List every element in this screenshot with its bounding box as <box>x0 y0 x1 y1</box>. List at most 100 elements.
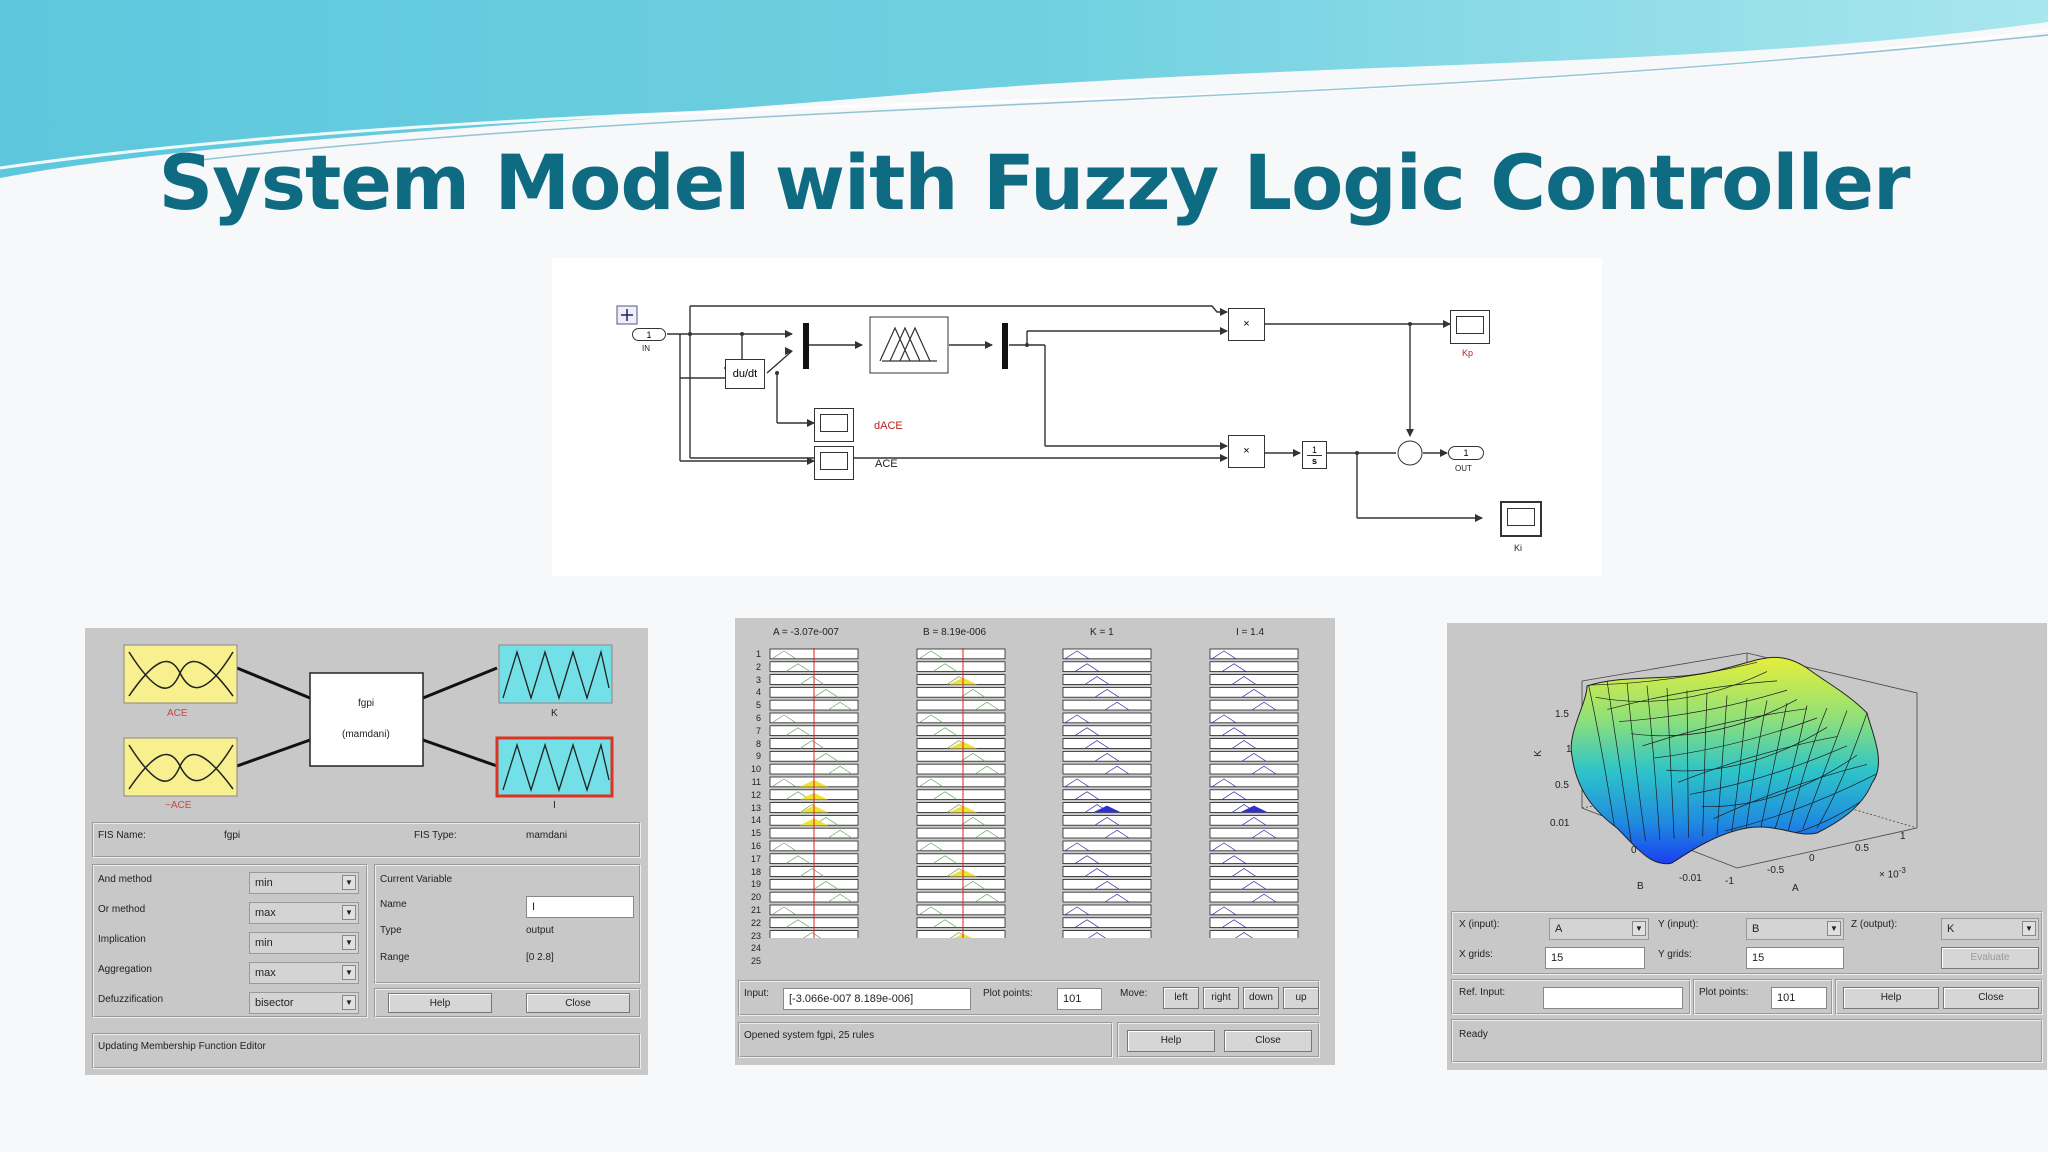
scope-ace[interactable] <box>814 446 854 480</box>
out-port[interactable]: 1 <box>1448 446 1484 460</box>
move-left-button[interactable]: left <box>1163 987 1199 1009</box>
rule-cell <box>1062 930 1152 938</box>
surface-points-group: Plot points: 101 <box>1693 979 1833 1015</box>
scope-dace[interactable] <box>814 408 854 442</box>
rule-mf-shape <box>918 906 944 916</box>
rule-number: 18 <box>750 866 761 877</box>
surface-status-text: Ready <box>1459 1029 1488 1040</box>
product-block-2[interactable]: × <box>1228 435 1265 468</box>
rule-mf-shape <box>1231 868 1257 877</box>
rule-mf-shape <box>1104 701 1130 711</box>
move-up-button[interactable]: up <box>1283 987 1319 1009</box>
rule-mf-shape <box>1064 906 1090 916</box>
surface-mesh-line <box>1701 754 1858 807</box>
x-grids-field[interactable]: 15 <box>1545 947 1645 969</box>
rule-cell <box>1209 751 1299 762</box>
rule-header-b: B = 8.19e-006 <box>923 627 987 638</box>
scope-ki[interactable] <box>1500 501 1542 537</box>
scope-kp-label: Kp <box>1462 348 1474 358</box>
rule-number: 4 <box>755 687 761 698</box>
a-exponent: × 10-3 <box>1879 866 1906 880</box>
rule-number: 3 <box>755 674 761 685</box>
aggregation-popup[interactable]: max▼ <box>249 962 359 984</box>
chevron-down-icon: ▼ <box>342 875 356 890</box>
fis-input-label-1: ACE <box>167 708 188 719</box>
rule-mf-shape <box>1064 778 1090 788</box>
rule-mf-shape <box>918 650 944 660</box>
surface-help-button[interactable]: Help <box>1843 987 1939 1009</box>
rule-mf-shape <box>932 663 958 672</box>
rule-mf-shape <box>1251 765 1277 775</box>
surface-close-button[interactable]: Close <box>1943 987 2039 1009</box>
variable-name-field[interactable]: I <box>526 896 634 918</box>
y-input-popup[interactable]: B▼ <box>1746 918 1844 940</box>
rule-help-button[interactable]: Help <box>1127 1030 1215 1052</box>
fis-type-value: mamdani <box>526 830 568 841</box>
rule-plot-points-field[interactable]: 101 <box>1057 988 1102 1010</box>
evaluate-button[interactable]: Evaluate <box>1941 947 2039 969</box>
rule-cell <box>1209 687 1299 698</box>
a-tick-2: 0.5 <box>1855 843 1869 854</box>
rule-cell <box>916 814 1006 826</box>
surface-mesh-line <box>1816 712 1868 829</box>
y-grids-field[interactable]: 15 <box>1746 947 1844 969</box>
z-axis-label: K <box>1532 750 1544 757</box>
fis-buttons-group: Help Close <box>374 988 641 1018</box>
rule-plot-grid[interactable] <box>735 648 1335 938</box>
fis-help-button[interactable]: Help <box>388 993 492 1013</box>
variable-range-label: Range <box>380 952 410 963</box>
rule-mf-shape <box>1084 868 1110 877</box>
rule-cell <box>1209 648 1299 660</box>
scope-kp[interactable] <box>1450 310 1490 344</box>
rule-cell <box>1209 699 1299 711</box>
defuzzification-popup[interactable]: bisector▼ <box>249 992 359 1014</box>
rule-mf-shape <box>827 893 853 903</box>
fis-output-label-1: K <box>551 708 558 719</box>
rule-mf-shape <box>1094 816 1120 826</box>
rule-mf-shape <box>1241 816 1267 826</box>
and-method-popup[interactable]: min▼ <box>249 872 359 894</box>
rule-fired-area <box>1240 805 1268 813</box>
rule-status-text: Opened system fgpi, 25 rules <box>744 1030 875 1041</box>
rule-mf-shape <box>1084 676 1110 685</box>
integrator-block[interactable]: 1 s <box>1302 441 1327 469</box>
fis-type-label: FIS Type: <box>414 830 457 841</box>
product-block-1[interactable]: × <box>1228 308 1265 341</box>
rule-mf-shape <box>1094 880 1120 890</box>
rule-mf-shape <box>827 701 853 711</box>
surface-plot-points-field[interactable]: 101 <box>1771 987 1827 1009</box>
ref-input-field[interactable] <box>1543 987 1683 1009</box>
surface-mesh-line <box>1654 717 1818 759</box>
header-wave-decoration <box>0 0 2048 178</box>
rule-cell <box>1209 853 1299 865</box>
rule-number: 10 <box>750 764 761 775</box>
rule-cell <box>1062 725 1152 737</box>
surface-mesh-line <box>1686 690 1689 838</box>
rule-cell <box>1062 840 1152 852</box>
rule-close-button[interactable]: Close <box>1224 1030 1312 1052</box>
move-down-button[interactable]: down <box>1243 987 1279 1009</box>
x-input-popup[interactable]: A▼ <box>1549 918 1649 940</box>
fis-status-text: Updating Membership Function Editor <box>98 1041 266 1052</box>
rule-number: 12 <box>750 789 761 800</box>
rule-mf-shape <box>932 727 958 736</box>
rule-mf-shape <box>1064 714 1090 724</box>
rule-cell <box>916 751 1006 762</box>
rule-mf-shape <box>813 752 839 762</box>
move-right-button[interactable]: right <box>1203 987 1239 1009</box>
implication-popup[interactable]: min▼ <box>249 932 359 954</box>
surface-mesh-line <box>1730 697 1748 835</box>
z-output-popup[interactable]: K▼ <box>1941 918 2039 940</box>
rule-cell <box>1062 648 1152 660</box>
derivative-block[interactable]: du/dt <box>725 359 765 389</box>
in-port[interactable]: 1 <box>632 328 666 341</box>
rule-mf-shape <box>1221 855 1247 864</box>
fis-system-name[interactable]: fgpi <box>358 698 375 709</box>
or-method-popup[interactable]: max▼ <box>249 902 359 924</box>
surface-mesh-line <box>1788 707 1828 831</box>
rule-cell <box>1062 853 1152 865</box>
fis-close-button[interactable]: Close <box>526 993 630 1013</box>
surface-plot[interactable] <box>1447 623 2047 903</box>
rule-input-field[interactable]: [-3.066e-007 8.189e-006] <box>783 988 971 1010</box>
rule-mf-shape <box>785 919 811 928</box>
